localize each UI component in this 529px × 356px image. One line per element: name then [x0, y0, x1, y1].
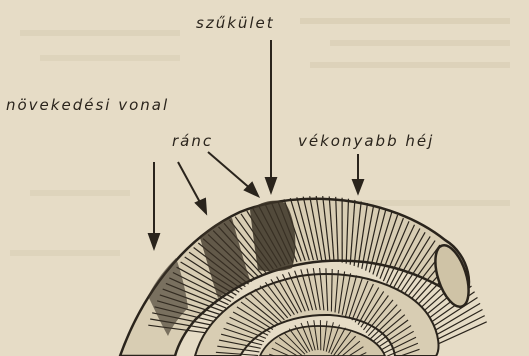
arrow-growth-line	[149, 162, 159, 248]
ammonite-shell	[120, 196, 487, 356]
arrow-thinner-shell	[353, 154, 363, 193]
arrow-wrinkle-1	[178, 162, 206, 213]
label-constriction: szűkület	[196, 14, 275, 32]
label-thinner-shell: vékonyabb héj	[298, 132, 434, 150]
label-growth-line: növekedési vonal	[6, 96, 169, 114]
arrow-wrinkle-2	[208, 152, 258, 196]
label-wrinkle: ránc	[172, 132, 213, 150]
arrow-constriction	[266, 40, 276, 192]
constriction-band	[250, 201, 295, 272]
